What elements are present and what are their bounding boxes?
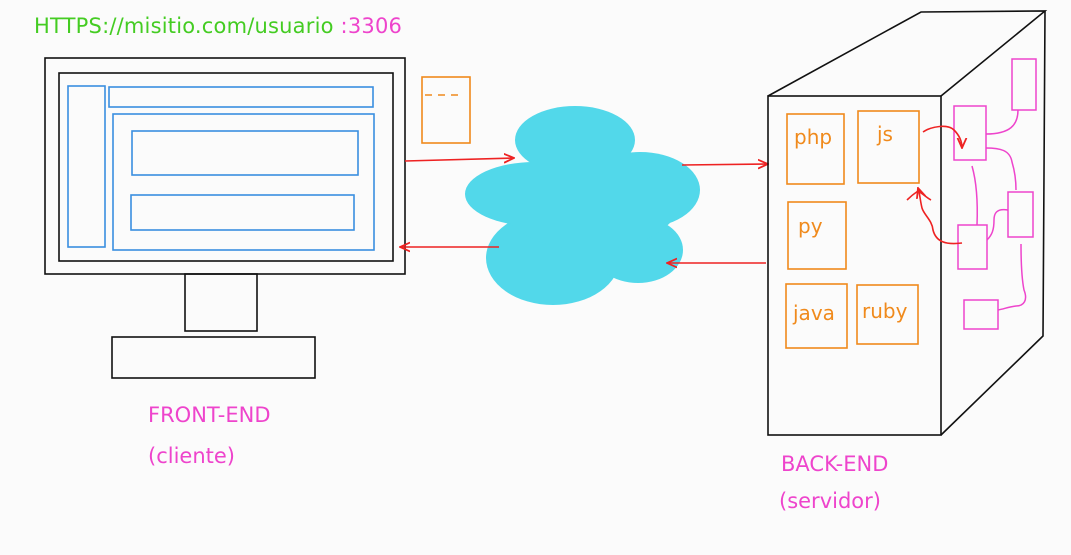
component-a [1011,58,1037,111]
component-e [963,299,999,330]
url-label: HTTPS://misitio.com/usuario :3306 [34,14,402,38]
url-port: :3306 [340,14,403,38]
php-box [786,113,845,185]
arrow-component-to-js [918,188,963,245]
component-b [953,105,987,161]
py-box [787,201,847,270]
server-side-face [940,10,1046,436]
monitor-neck [184,273,258,332]
internet-cloud [465,106,700,305]
url-text: HTTPS://misitio.com/usuario [34,14,334,38]
arrow-js-to-component [922,125,962,148]
component-d [957,224,988,270]
component-c [1007,191,1034,238]
wireframe-block-2 [130,194,355,231]
arrow-cloud-to-server [681,164,768,165]
py-label: py [798,214,823,238]
webpage-wireframe [67,85,375,251]
java-box [785,283,848,349]
js-box [857,110,920,184]
frontend-subtitle: (cliente) [148,444,235,468]
server-box [767,10,1048,436]
wireframe-sidebar [67,85,106,248]
server-top-face [767,10,1048,97]
server-front-face [767,95,942,436]
wireframe-content [112,113,375,251]
wireframe-header [108,86,374,108]
js-label: js [877,122,893,146]
backend-title: BACK-END [781,452,889,476]
computer-monitor [44,57,406,379]
java-label: java [793,301,835,325]
php-label: php [794,125,833,149]
backend-subtitle: (servidor) [779,489,881,513]
frontend-title: FRONT-END [148,403,271,427]
server-components [953,58,1037,330]
monitor-frame [44,57,406,275]
monitor-screen [58,72,394,262]
data-flow-arrows [400,158,768,263]
arrow-client-to-cloud [404,158,514,161]
internal-call-arrows [906,125,963,245]
request-packet-icon [421,76,471,144]
monitor-base [111,336,316,379]
ruby-box [856,284,919,345]
language-boxes [785,110,920,349]
ruby-label: ruby [862,299,908,323]
wireframe-block-1 [131,130,359,176]
